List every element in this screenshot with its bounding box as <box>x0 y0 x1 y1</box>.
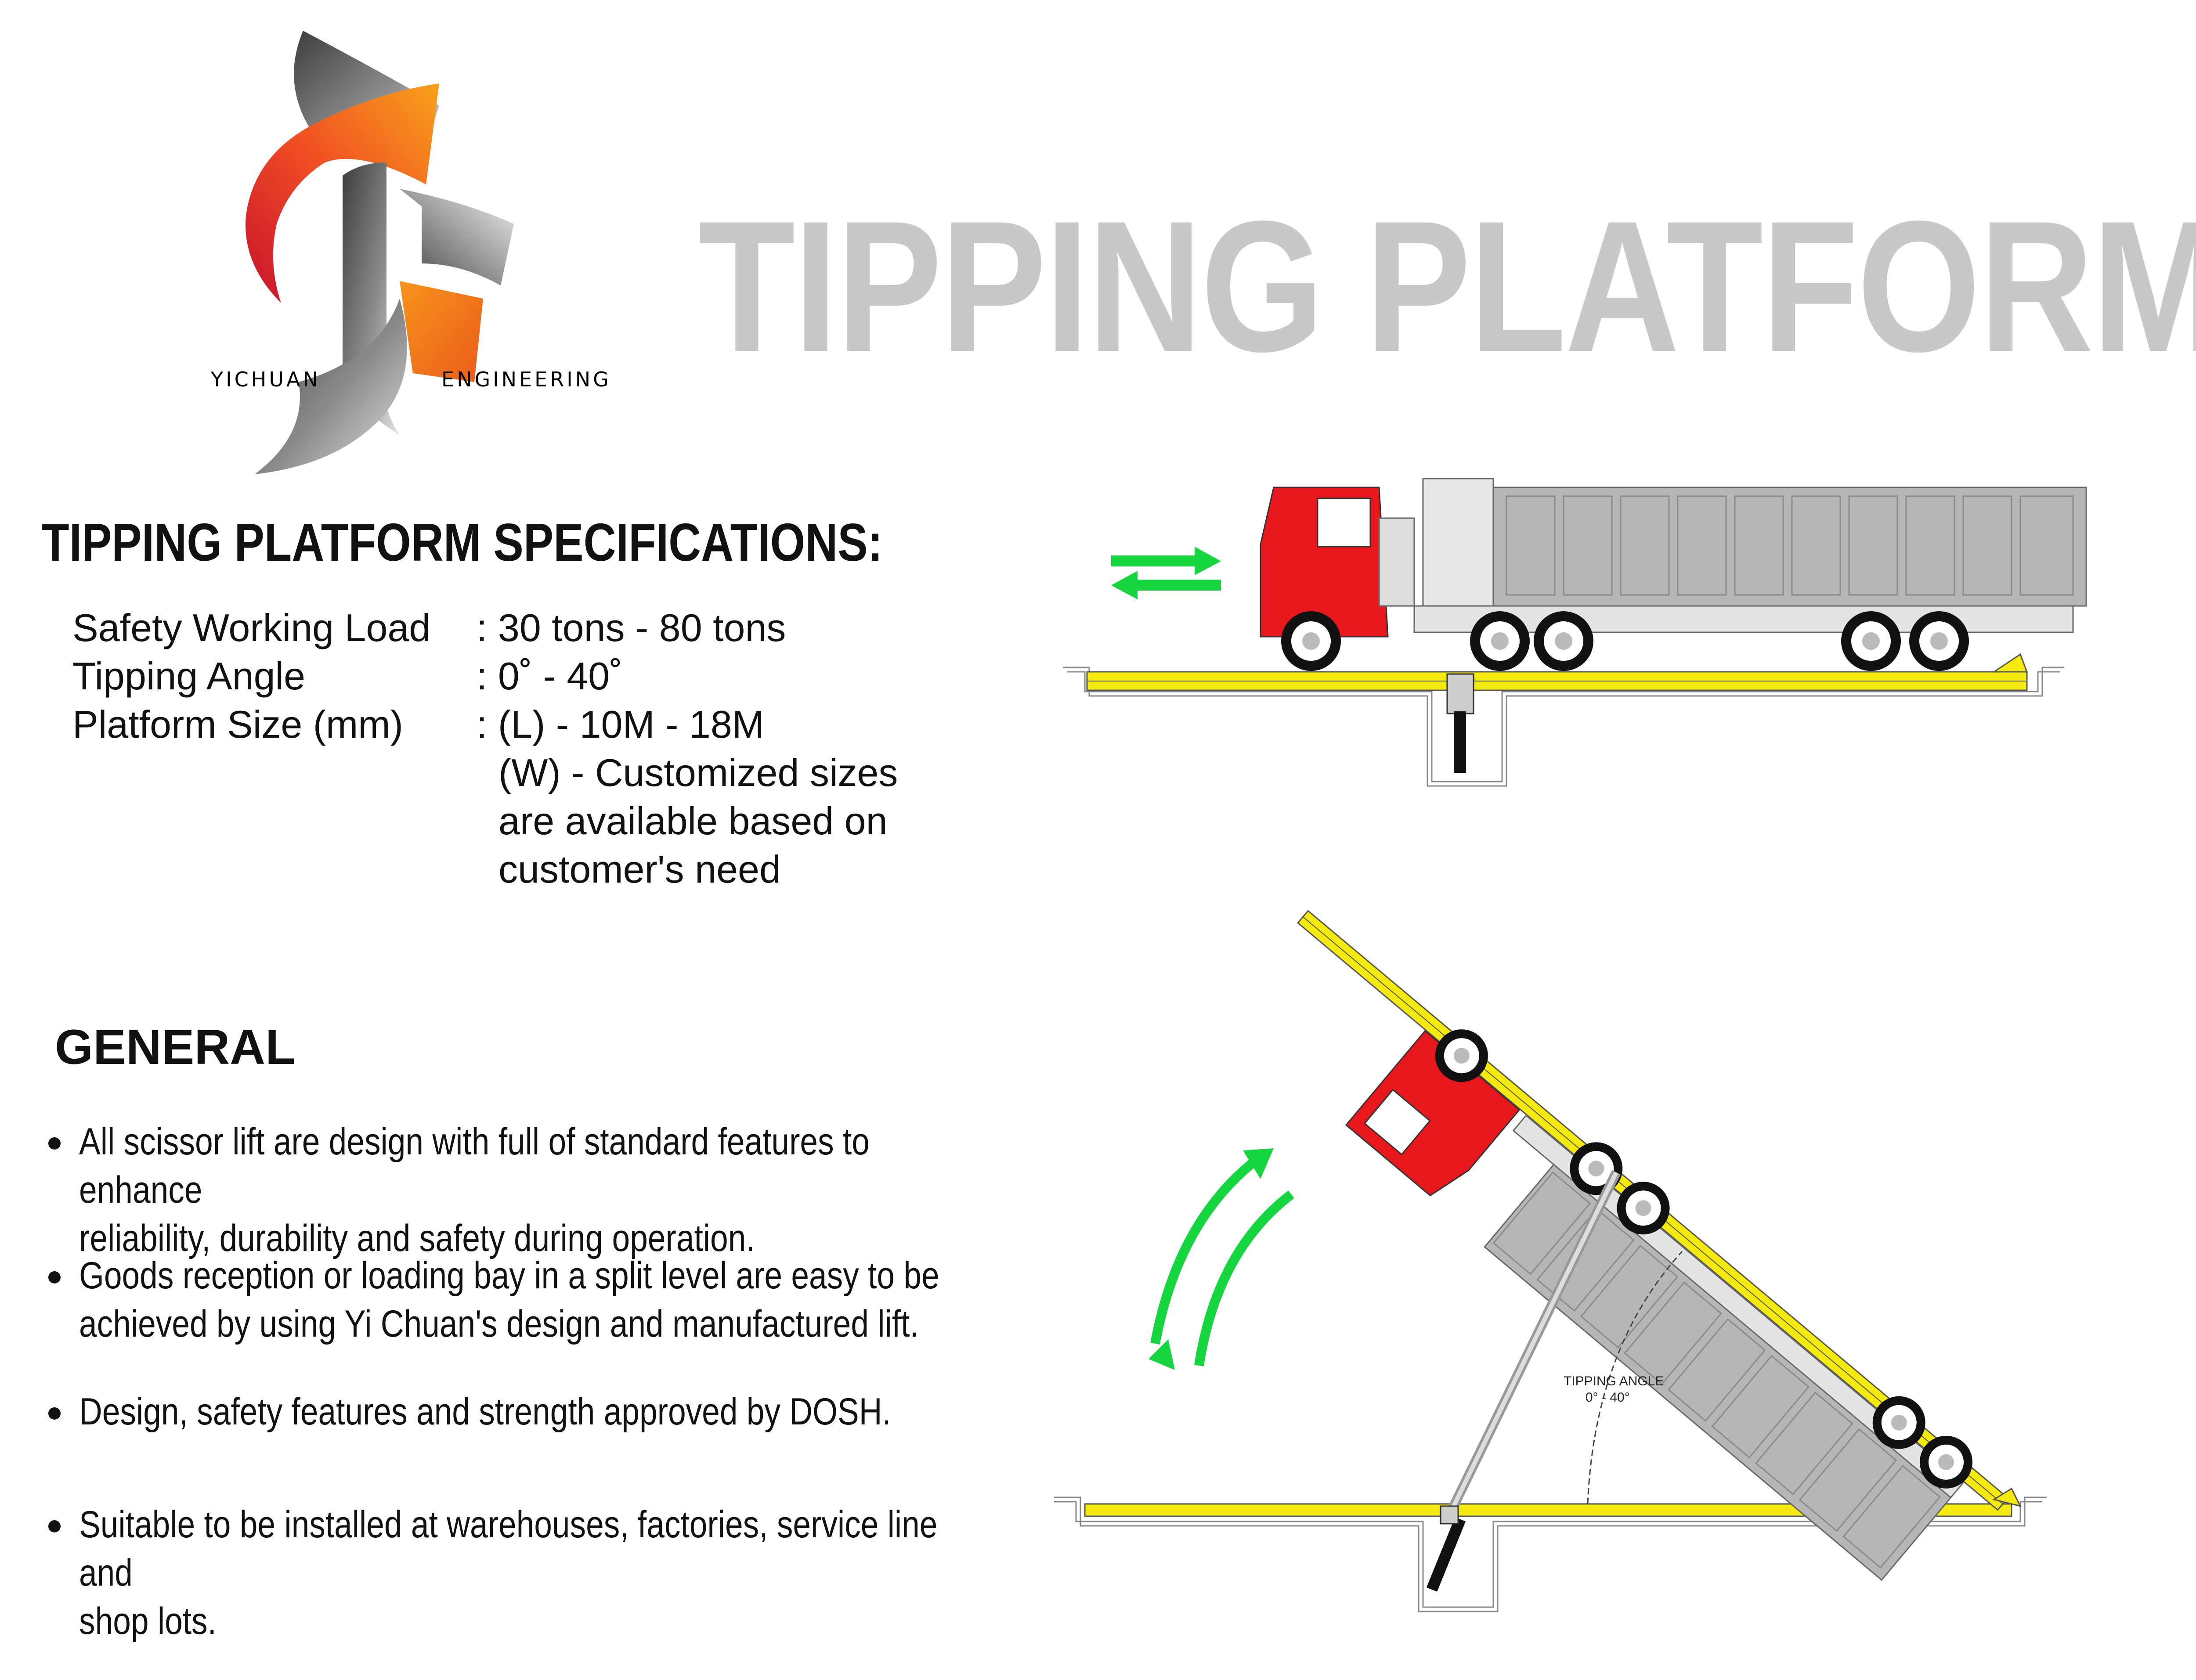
spec-value-size: : (L) - 10M - 18M <box>477 703 765 746</box>
spec-value-size-continued: (W) - Customized sizes <box>498 751 898 794</box>
spec-value-size-continued: are available based on <box>498 799 888 843</box>
horizontal-direction-arrows-icon <box>1111 547 1221 599</box>
logo-text-left: YICHUAN <box>210 368 321 391</box>
pit-outline-tipped <box>1054 1496 2047 1612</box>
spec-label-angle: Tipping Angle <box>72 654 306 698</box>
general-bullet: All scissor lift are design with full of… <box>79 1118 968 1262</box>
general-bullet: Design, safety features and strength app… <box>79 1388 968 1436</box>
specifications-heading: TIPPING PLATFORM SPECIFICATIONS: <box>42 512 883 572</box>
page-title: TIPPING PLATFORM <box>698 182 2196 391</box>
bullet-line: Design, safety features and strength app… <box>79 1391 891 1433</box>
spec-value-angle: : 0˚ - 40˚ <box>477 654 623 698</box>
bullet-line: achieved by using Yi Chuan's design and … <box>79 1303 919 1345</box>
company-logo: YICHUAN ENGINEERING <box>210 31 611 474</box>
level-platform-diagram <box>1063 478 2087 787</box>
bullet-dot <box>48 1407 61 1420</box>
bullet-dot <box>48 1271 61 1283</box>
bullet-line: Goods reception or loading bay in a spli… <box>79 1255 939 1297</box>
bullet-line: shop lots. <box>79 1600 217 1642</box>
tipping-angle-arc <box>1587 1251 1683 1504</box>
bullet-dot <box>48 1137 61 1150</box>
general-bullet: Suitable to be installed at warehouses, … <box>79 1500 968 1645</box>
rotation-arrows-icon <box>1150 1160 1294 1366</box>
general-heading: GENERAL <box>55 1020 296 1074</box>
truck-tipped <box>1345 1029 1973 1581</box>
spec-label-size: Platform Size (mm) <box>72 703 403 746</box>
truck-wheels <box>1281 611 1969 671</box>
bullet-line: All scissor lift are design with full of… <box>79 1121 870 1211</box>
general-bullet: Goods reception or loading bay in a spli… <box>79 1251 968 1348</box>
spec-label-load: Safety Working Load <box>72 606 431 649</box>
bullet-line: Suitable to be installed at warehouses, … <box>79 1503 938 1594</box>
hydraulic-ram <box>1426 1170 1621 1592</box>
tipping-angle-label: TIPPING ANGLE <box>1564 1374 1664 1388</box>
logo-text-right: ENGINEERING <box>441 368 611 391</box>
spec-value-load: : 30 tons - 80 tons <box>477 606 786 649</box>
tipping-angle-range: 0° - 40° <box>1586 1390 1630 1405</box>
tipped-platform-diagram: TIPPING ANGLE 0° - 40° <box>1054 910 2047 1612</box>
bullet-line: reliability, durability and safety durin… <box>79 1217 755 1259</box>
spec-value-size-continued: customer's need <box>498 847 781 891</box>
bullet-dot <box>48 1520 61 1532</box>
hydraulic-cylinder <box>1446 673 1474 714</box>
truck-level <box>1260 478 2087 671</box>
tipping-platform-drawing: TIPPING ANGLE 0° - 40° <box>1054 478 2087 1612</box>
